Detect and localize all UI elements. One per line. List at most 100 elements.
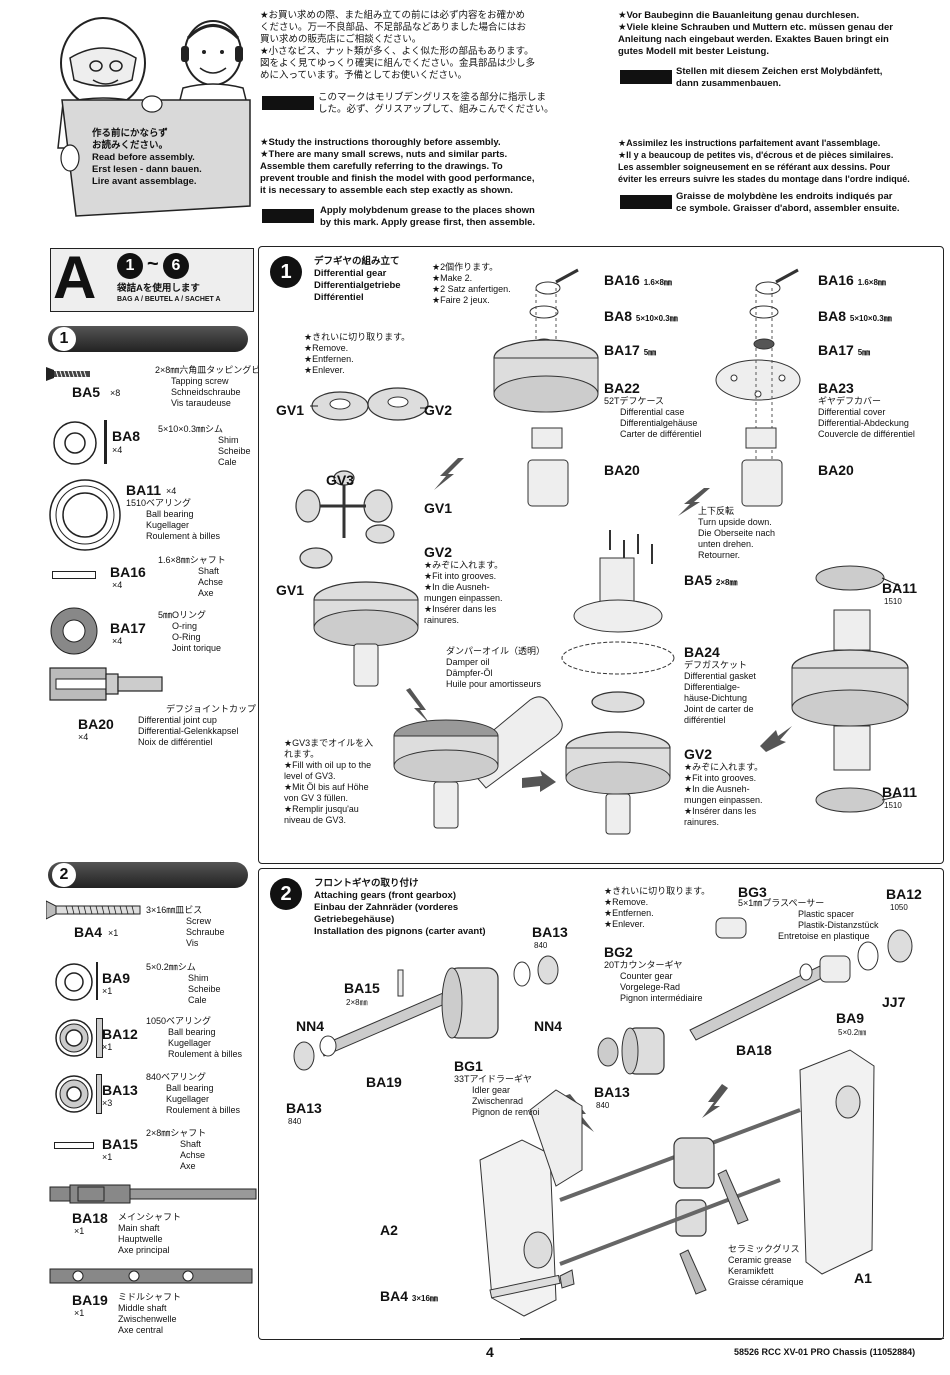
step2-title-de2: Getriebegehäuse) [314,914,395,925]
part-desc-line: Roulement à billes [146,531,221,541]
label-ba11-size: 1510 [884,801,902,810]
grease-mark-icon [262,209,314,223]
size: 5×10×0.3㎜ [635,314,678,323]
code: BA16 [818,272,854,288]
bag-letter: A [53,244,97,311]
label-ba16: BA16 1.6×8㎜ [604,272,672,288]
part-desc-line: Cale [188,995,207,1005]
grease-mark-icon [262,96,314,110]
part-desc-line: Screw [186,916,212,926]
label-ba13-size: 840 [534,941,548,950]
upside-down-note: 上下反転 Turn upside down. Die Oberseite nac… [698,506,775,561]
part-desc-line: 5×10×0.3㎜シム [158,424,224,434]
size: 2×8㎜ [715,578,738,587]
label-gv2: GV2 [424,544,453,560]
part-code: BA5 [72,384,101,400]
shaft-icon [54,1142,94,1149]
fr-grease-line: ce symbole. Graisser d'abord, assembler … [676,203,900,214]
shim-icon [53,421,97,465]
part-qty: ×4 [112,580,123,590]
label-gv2: GV2 [424,402,453,418]
note-line: rainures. [424,615,460,625]
part-qty: ×1 [74,1226,85,1236]
remove-line: ★Remove. [604,897,649,907]
desc-line: Differential-Abdeckung [818,418,909,428]
header-de-text: ★Vor Baubeginn die Bauanleitung genau du… [618,10,946,58]
part-desc: メインシャフト Main shaft Hauptwelle Axe princi… [118,1212,181,1256]
size: 5×10×0.3㎜ [849,314,892,323]
before-assembly-note: 作る前にかならず お読みください。 Read before assembly. … [92,128,222,188]
label-ba17: BA17 5㎜ [818,342,870,358]
screw-icon [489,1269,575,1299]
label-bg1: BG1 [454,1058,483,1074]
make2-line: ★Faire 2 jeux. [432,295,490,305]
part-desc-line: Main shaft [118,1223,160,1233]
part-desc: ミドルシャフト Middle shaft Zwischenwelle Axe c… [118,1292,181,1336]
part-desc-line: O-Ring [172,632,201,642]
step2-title-en: Attaching gears (front gearbox) [314,890,456,901]
step2-title-fr: Installation des pignons (carter avant) [314,926,486,937]
note-line: Damper oil [446,657,490,667]
differential-cover-icon [715,359,801,401]
remove-line: ★Enlever. [604,919,645,929]
part-desc-line: Axe principal [118,1245,170,1255]
label-bg3: BG3 [738,884,767,900]
code: BA8 [604,308,633,324]
part-desc: 840ベアリング Ball bearing Kugellager Rouleme… [146,1072,240,1116]
de-line: ★Vor Baubeginn die Bauanleitung genau du… [618,10,860,21]
en-line: Assemble them carefully referring to the… [260,161,503,172]
label-ba5: BA5 2×8㎜ [684,572,737,588]
desc-line: 20Tカウンターギヤ [604,960,683,970]
en-grease-line: Apply molybdenum grease to the places sh… [320,205,535,216]
step1-number: 1 [270,256,302,288]
note-line: niveau de GV3. [284,815,347,825]
before-assembly-jp1: 作る前にかならず [92,128,168,139]
remove-line: ★Entfernen. [304,354,354,364]
ceramic-grease-icon [679,1169,749,1295]
part-code: BA19 [72,1292,108,1308]
label-ba13-size: 840 [596,1101,610,1110]
footer-rule [520,1338,944,1339]
parts-step1-bar: 1 [48,326,248,352]
size: 3×16㎜ [411,1294,438,1303]
size: 1.6×8㎜ [643,278,672,287]
part-code: BA12 [102,1026,138,1042]
part-code: BA15 [102,1136,138,1152]
ba23-desc: ギヤデフカバー Differential cover Differential-… [818,396,915,440]
desc-line: 33Tアイドラーギヤ [454,1074,533,1084]
label-gv2: GV2 [684,746,713,762]
label-ba20: BA20 [604,462,640,478]
size: 5㎜ [643,348,657,357]
fr-line: Les assembler soigneusement en se référa… [618,162,891,172]
part-desc-line: Tapping screw [171,376,229,386]
header-mascots [28,8,258,236]
note-line: mungen einpassen. [424,593,503,603]
header-fr-grease: Graisse de molybdène les endroits indiqu… [676,191,946,215]
differential-case-icon [493,339,599,413]
part-desc-line: Scheibe [188,984,221,994]
part-desc-line: Shim [188,973,209,983]
part-desc-line: Vis [186,938,199,948]
joint-cup-icon [49,667,163,701]
label-ba22: BA22 [604,380,640,396]
part-desc-line: Axe [198,588,214,598]
note-line: ★みぞに入れます。 [684,762,764,772]
note-line: Keramikfett [728,1266,774,1276]
make2-line: ★2 Satz anfertigen. [432,284,511,294]
remove-line: ★きれいに切り取ります。 [604,886,711,896]
part-code: BA13 [102,1082,138,1098]
part-desc-line: Differential joint cup [138,715,217,725]
part-code: BA4 [74,924,103,940]
label-a2: A2 [380,1222,398,1238]
part-desc-line: Axe central [118,1325,164,1335]
bag-step-from: 1 [117,253,143,279]
label-ba8: BA8 5×10×0.3㎜ [604,308,678,324]
part-desc-line: Hauptwelle [118,1234,163,1244]
jp-grease-line: した。必ず、グリスアップして、組みこんでください。 [318,104,554,115]
filled-differential-icon [393,719,499,829]
part-desc-line: Middle shaft [118,1303,167,1313]
note-line: mungen einpassen. [684,795,763,805]
fill-oil-note: ★GV3までオイルを入 れます。 ★Fill with oil up to th… [284,738,373,826]
counter-gear-icon [621,1027,665,1075]
shaft-icon [52,571,96,579]
